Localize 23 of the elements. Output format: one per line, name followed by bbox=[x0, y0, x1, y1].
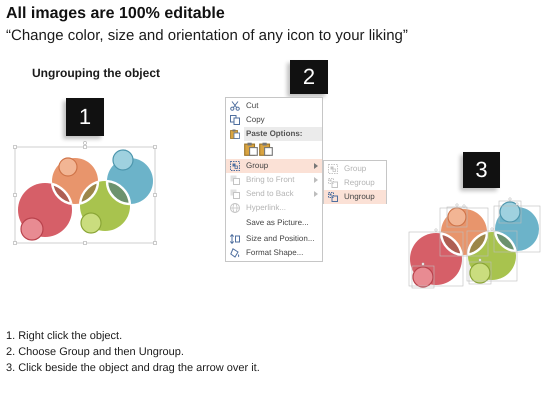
slide-title: All images are 100% editable bbox=[6, 5, 225, 23]
menu-item: Cut bbox=[230, 99, 258, 113]
number-tile: 2 bbox=[290, 60, 328, 94]
section-heading: Ungrouping the object bbox=[32, 67, 160, 81]
menu-item: Save as Picture... bbox=[246, 217, 309, 229]
menu-item: Format Shape... bbox=[230, 246, 304, 260]
disabled-menu-item: Group bbox=[328, 162, 366, 176]
highlighted-menu-item: Group bbox=[226, 159, 322, 173]
menu-item: Size and Position... bbox=[230, 232, 314, 246]
number-tile: 1 bbox=[66, 98, 104, 136]
menu-item: Copy bbox=[230, 113, 265, 127]
disabled-menu-item: Bring to Front bbox=[230, 173, 294, 187]
subtitle-quote: “Change color, size and orientation of any icon to your liking” bbox=[6, 27, 408, 44]
number-tile: 3 bbox=[463, 152, 500, 188]
instruction-step: 2. Choose Group and then Ungroup. bbox=[6, 346, 184, 359]
disabled-menu-item: Regroup bbox=[328, 176, 375, 190]
disabled-menu-item: Send to Back bbox=[230, 187, 294, 201]
instruction-step: 3. Click beside the object and drag the arrow over it. bbox=[6, 362, 260, 375]
context-menu bbox=[225, 97, 323, 262]
disabled-menu-item: Hyperlink... bbox=[230, 201, 286, 215]
submenu bbox=[323, 160, 387, 204]
highlighted-menu-item: Ungroup bbox=[324, 190, 386, 204]
instruction-step: 1. Right click the object. bbox=[6, 330, 122, 343]
